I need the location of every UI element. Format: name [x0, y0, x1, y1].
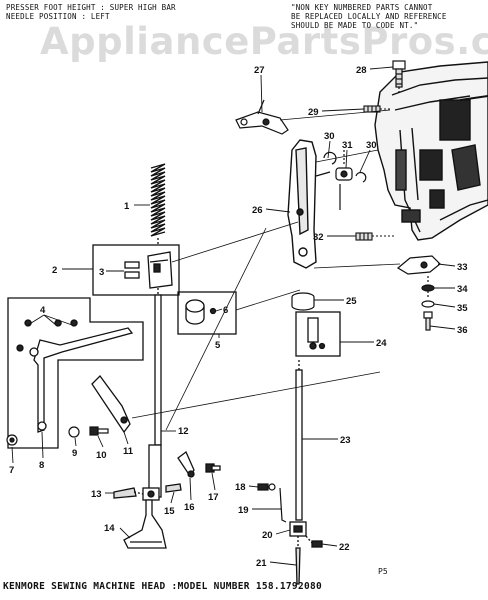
part-7-9-10-hardware [6, 426, 109, 446]
non-key-note-line-2: BE REPLACED LOCALLY AND REFERENCE [291, 12, 447, 21]
needle-position-note: NEEDLE POSITION : LEFT [6, 12, 110, 21]
callout-16: 16 [184, 502, 195, 513]
diagram-header-right: "NON KEY NUMBERED PARTS CANNOT BE REPLAC… [291, 3, 447, 30]
diagram-header-left: PRESSER FOOT HEIGHT : SUPER HIGH BAR NEE… [6, 3, 176, 21]
part-33-36-stack [396, 255, 441, 331]
callout-25: 25 [346, 296, 357, 307]
callout-28: 28 [356, 65, 367, 76]
callout-14: 14 [104, 523, 115, 534]
callout-3: 3 [99, 267, 104, 278]
callout-labels [11, 66, 456, 566]
callout-24: 24 [376, 338, 387, 349]
callout-33: 33 [457, 262, 468, 273]
callout-6: 6 [223, 305, 228, 316]
callout-2: 2 [52, 265, 57, 276]
callout-17: 17 [208, 492, 219, 503]
part-18-19-guide [257, 483, 287, 523]
callout-8: 8 [39, 460, 44, 471]
callout-27: 27 [254, 65, 265, 76]
non-key-note-line-3: SHOULD BE MADE TO CODE NT." [291, 21, 419, 30]
callout-19: 19 [238, 505, 249, 516]
callout-22: 22 [339, 542, 350, 553]
callout-29: 29 [308, 107, 319, 118]
callout-13: 13 [91, 489, 102, 500]
machine-head-casting [374, 61, 488, 241]
part-28-screw [392, 60, 406, 95]
non-key-note-line-1: "NON KEY NUMBERED PARTS CANNOT [291, 3, 433, 12]
callout-26: 26 [252, 205, 263, 216]
callout-9: 9 [72, 448, 77, 459]
callout-30-right: 30 [366, 140, 377, 151]
figure-code: P5 [378, 567, 388, 576]
callout-10: 10 [96, 450, 107, 461]
part-1-spring [150, 163, 166, 237]
callout-18: 18 [235, 482, 246, 493]
callout-1: 1 [124, 201, 130, 212]
callout-21: 21 [256, 558, 267, 569]
part-23-needle-bar [295, 360, 303, 521]
part-2-3-bracket-box [92, 244, 180, 296]
callout-11: 11 [123, 446, 134, 457]
callout-7: 7 [9, 465, 14, 476]
part-5-6-block [177, 291, 237, 335]
callout-4: 4 [40, 305, 46, 316]
assembly-guide-lines [131, 109, 401, 431]
callout-30-left: 30 [324, 131, 335, 142]
callout-23: 23 [340, 435, 351, 446]
callout-34: 34 [457, 284, 468, 295]
callout-20: 20 [262, 530, 273, 541]
part-4-8-lever-frame [7, 297, 144, 449]
part-27-link [235, 99, 289, 135]
callout-5: 5 [215, 340, 221, 351]
part-30-31-clips [323, 150, 367, 210]
part-12-presser-bar [142, 238, 162, 501]
part-32-screw [355, 232, 395, 241]
part-20-22-needle-clamp [289, 521, 323, 585]
presser-foot-note: PRESSER FOOT HEIGHT : SUPER HIGH BAR [6, 3, 176, 12]
part-13-17-presser-foot [113, 450, 221, 549]
callout-31: 31 [342, 140, 353, 151]
callout-12: 12 [178, 426, 189, 437]
callout-numbers: 1 2 3 4 5 6 7 8 9 10 11 12 13 14 15 16 1… [9, 65, 468, 569]
part-25-collar [291, 292, 315, 311]
callout-36: 36 [457, 325, 468, 336]
callout-35: 35 [457, 303, 468, 314]
model-caption: KENMORE SEWING MACHINE HEAD :MODEL NUMBE… [3, 581, 323, 592]
part-11-lever [91, 375, 131, 434]
part-26-bracket [287, 139, 331, 269]
callout-15: 15 [164, 506, 175, 517]
callout-32: 32 [313, 232, 324, 243]
part-24-clamp-box [295, 311, 341, 357]
